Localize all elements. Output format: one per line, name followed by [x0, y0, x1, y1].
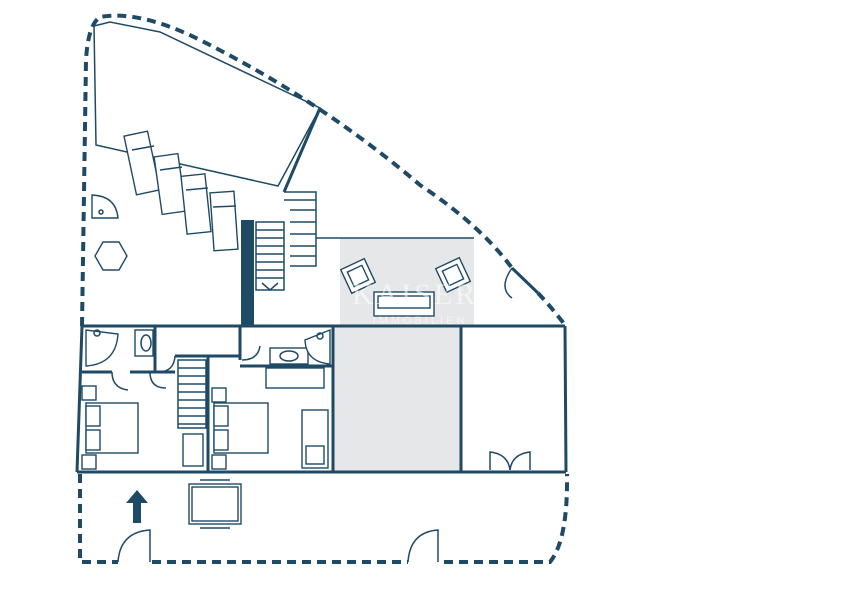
sofa [373, 291, 435, 317]
building-walls [75, 324, 568, 474]
terrace-door[interactable] [504, 266, 540, 299]
entrance-arrow-icon [126, 490, 148, 523]
shower-left-icon [85, 329, 119, 367]
front-gate-right[interactable] [407, 529, 439, 563]
interior-staircase [177, 359, 207, 467]
armchair-right [434, 256, 472, 294]
vanity-right [269, 347, 309, 365]
bathroom-right [241, 328, 331, 365]
pool-wall [282, 107, 322, 193]
watermark-sub: IMMOBILIEN [373, 315, 468, 327]
outdoor-shower-icon [91, 194, 119, 219]
terrace-boundary [80, 13, 514, 327]
front-yard-boundary [78, 473, 570, 564]
retaining-wall [241, 220, 254, 326]
hexagon-table [94, 241, 128, 271]
bathroom-left [85, 329, 176, 391]
lounger-1 [123, 130, 161, 196]
front-gate-left[interactable] [117, 529, 151, 563]
outdoor-dining-table [188, 479, 242, 529]
grey-room-zone [333, 326, 460, 471]
watermark-brand: KAISER [352, 278, 478, 311]
double-door[interactable] [489, 451, 531, 471]
shower-right-icon [304, 328, 331, 365]
watermark: KAISER IMMOBILIEN [352, 278, 478, 327]
lounger-4 [209, 190, 239, 252]
sun-loungers [123, 130, 239, 252]
bed-left [81, 371, 167, 470]
bed-right [211, 367, 329, 470]
lounger-3 [180, 173, 212, 235]
terrace-staircase [255, 191, 474, 291]
terrace-boundary-right [536, 291, 567, 327]
armchair-left [339, 257, 377, 295]
pool [93, 21, 322, 187]
